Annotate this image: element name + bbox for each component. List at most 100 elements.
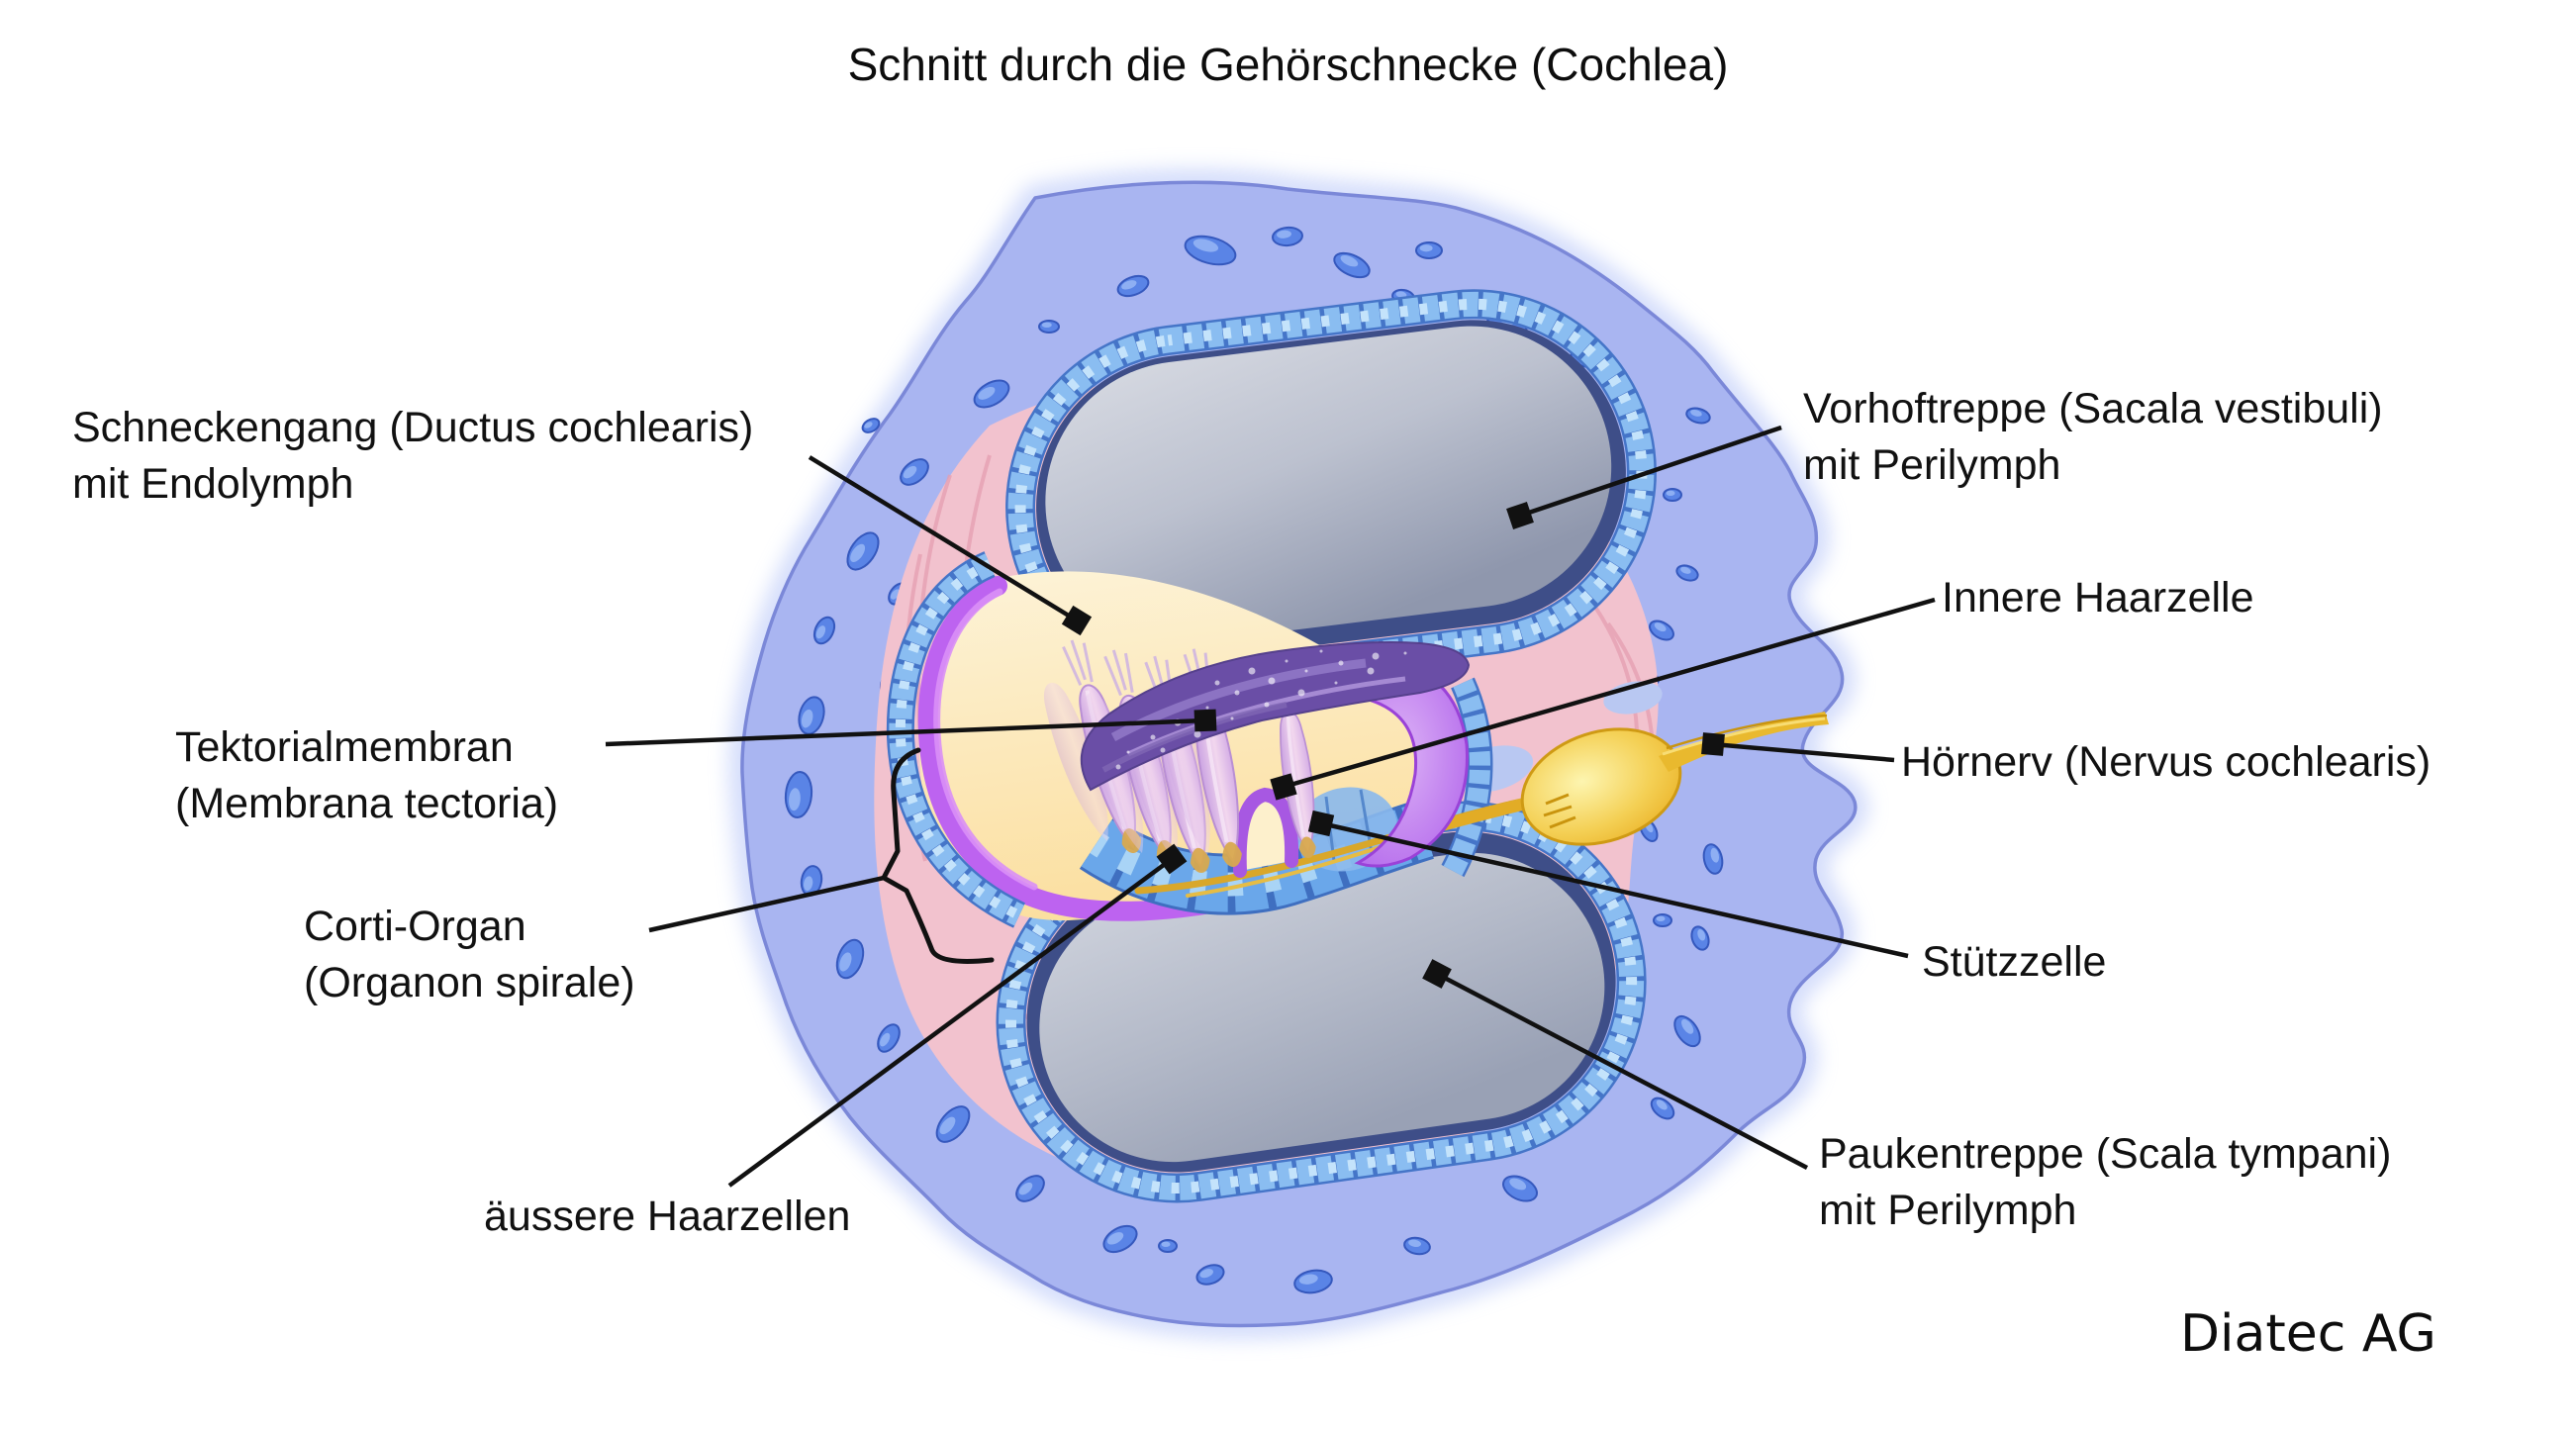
page-title: Schnitt durch die Gehörschnecke (Cochlea… <box>847 39 1729 90</box>
marrow-spot <box>800 865 823 897</box>
leader-paukentreppe <box>1435 972 1809 1170</box>
epithelium-highlight <box>1005 811 1638 1193</box>
vestibuli-lumen <box>1045 326 1612 642</box>
label-tektorialmembran-line2: (Membrana tectoria) <box>175 780 559 827</box>
nerve-trunk <box>1659 712 1829 772</box>
speckle <box>1367 667 1375 675</box>
marrow-spot <box>1685 407 1711 425</box>
label-paukentreppe-line1: Paukentreppe (Scala tympani) <box>1819 1130 2392 1178</box>
label-hoernerv: Hörnerv (Nervus cochlearis) <box>1901 734 2431 791</box>
label-paukentreppe: Paukentreppe (Scala tympani) mit Perilym… <box>1819 1126 2391 1239</box>
credit-text: Diatec AG <box>2180 1304 2436 1364</box>
label-hoernerv-line1: Hörnerv (Nervus cochlearis) <box>1901 738 2432 786</box>
corti-tunnel <box>1232 787 1299 878</box>
marrow-spot <box>835 938 865 980</box>
speckle <box>1268 677 1276 685</box>
marrow-spot <box>1015 1175 1045 1202</box>
leader-end-marker <box>1193 709 1217 732</box>
marrow-spot <box>1116 274 1150 298</box>
label-tektorialmembran: Tektorialmembran (Membrana tectoria) <box>175 719 558 832</box>
marrow-spot <box>1690 925 1710 951</box>
leader-end-marker <box>1307 810 1335 837</box>
leader-tektorialmembran <box>605 717 1206 747</box>
speckle <box>1214 680 1220 686</box>
speckle <box>1150 734 1156 740</box>
marrow-spot <box>861 418 881 433</box>
marrow-spot <box>1702 843 1724 875</box>
label-corti-organ-line1: Corti-Organ <box>304 903 526 950</box>
speckle <box>1160 747 1166 753</box>
marrow-spot <box>1675 564 1699 582</box>
marrow-spot <box>1184 235 1237 266</box>
tectorial-speckles <box>1115 649 1407 770</box>
ductus-epithelium-beads <box>889 553 1024 926</box>
label-aeussere-haarzellen: äussere Haarzellen <box>484 1189 850 1245</box>
marrow-spot <box>1673 1014 1701 1048</box>
speckle <box>1126 750 1130 754</box>
marrow-spot <box>1502 1175 1538 1202</box>
hook-epithelium-beads2 <box>1443 678 1490 876</box>
speckle <box>1285 659 1288 663</box>
marrow-spot <box>846 531 880 571</box>
marrow-spot <box>784 771 813 818</box>
label-schneckengang: Schneckengang (Ductus cochlearis) mit En… <box>72 400 753 513</box>
label-stuetzzelle: Stützzelle <box>1922 934 2106 991</box>
scala-vestibuli <box>1005 289 1657 691</box>
leader-stuetzzelle <box>1320 820 1909 959</box>
leader-end-marker <box>1270 773 1297 801</box>
speckle <box>1319 649 1323 653</box>
leader-end-marker <box>1506 502 1534 529</box>
speckle <box>1230 716 1234 720</box>
marrow-spot <box>900 458 929 486</box>
marrow-spot <box>1653 913 1672 927</box>
nerve-trunk-streak <box>1666 714 1828 750</box>
corti-bracket <box>881 747 995 964</box>
label-tektorialmembran-line1: Tektorialmembran <box>175 723 514 771</box>
marrow-spot <box>1333 251 1371 279</box>
marrow-spot <box>1415 241 1443 259</box>
leader-end-marker <box>1061 605 1093 636</box>
speckle <box>1248 667 1256 675</box>
label-innere-haarzelle-line1: Innere Haarzelle <box>1942 574 2254 621</box>
label-innere-haarzelle: Innere Haarzelle <box>1942 570 2254 626</box>
leader-corti-organ <box>648 875 885 933</box>
hair-cell-ghost <box>1043 682 1108 841</box>
label-corti-organ-line2: (Organon spirale) <box>304 959 635 1006</box>
marrow-spot <box>1272 226 1303 247</box>
leader-vorhoftreppe <box>1519 425 1782 519</box>
marrow-spot <box>1293 1269 1333 1294</box>
speckle <box>1205 706 1209 710</box>
speckle <box>1403 651 1407 655</box>
label-vorhoftreppe: Vorhoftreppe (Sacala vestibuli) mit Peri… <box>1803 381 2383 494</box>
leader-hoernerv <box>1712 741 1895 763</box>
leader-schneckengang <box>808 455 1079 622</box>
speckle <box>1234 690 1240 696</box>
marrow-spot <box>812 616 836 645</box>
marrow-spot <box>1195 1264 1225 1286</box>
epithelium-highlight <box>1014 298 1648 682</box>
speckle <box>1338 660 1344 666</box>
speckle <box>1264 702 1270 708</box>
speckle <box>1334 681 1338 685</box>
label-schneckengang-line1: Schneckengang (Ductus cochlearis) <box>72 404 754 451</box>
speckle <box>1115 764 1121 770</box>
speckle <box>1297 689 1305 697</box>
marrow-spot <box>798 696 825 735</box>
label-vorhoftreppe-line1: Vorhoftreppe (Sacala vestibuli) <box>1803 385 2383 432</box>
nerve-trunk-highlight <box>1662 716 1826 756</box>
marrow-spot <box>1649 620 1674 641</box>
speckle <box>1304 669 1308 673</box>
marrow-spot <box>1663 488 1682 502</box>
leader-lines <box>605 425 1936 1188</box>
label-aeussere-haarzellen-line1: äussere Haarzellen <box>484 1193 851 1240</box>
marrow-spot <box>1403 1236 1431 1256</box>
cochlear-nerve <box>1520 712 1829 846</box>
marrow-spot <box>973 379 1010 409</box>
speckle <box>1372 652 1380 660</box>
leader-innere-haarzelle <box>1283 597 1936 790</box>
label-vorhoftreppe-line2: mit Perilymph <box>1803 441 2061 489</box>
marrow-spot <box>935 1105 971 1143</box>
label-corti-organ: Corti-Organ (Organon spirale) <box>304 899 635 1011</box>
